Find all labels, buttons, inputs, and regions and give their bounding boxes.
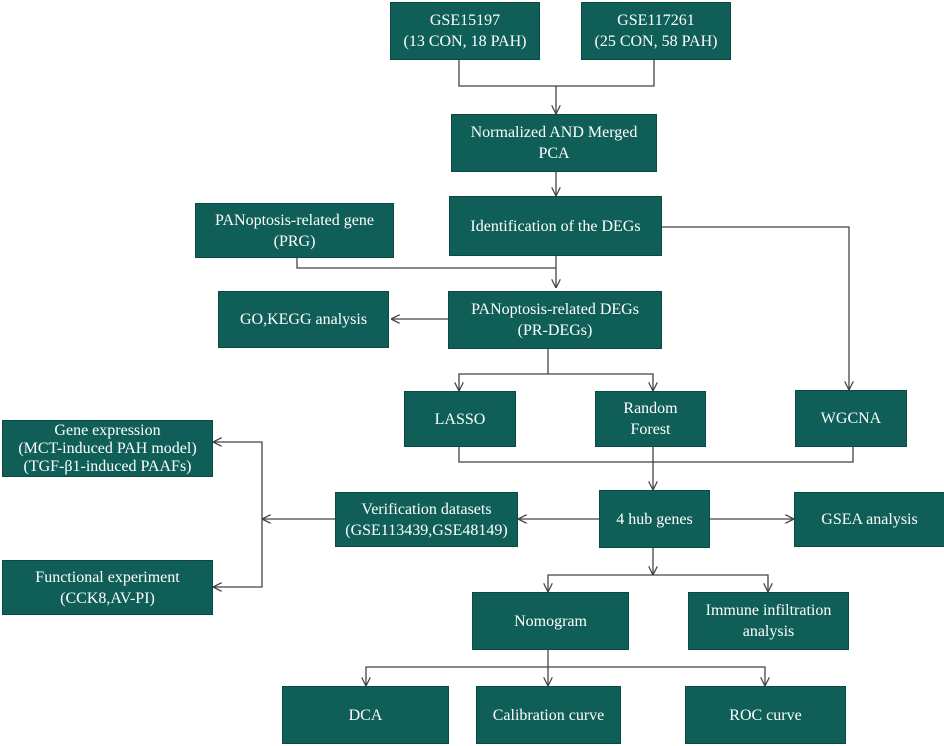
normalized-line2: PCA [538,145,570,162]
calibration-curve-box: Calibration curve [476,686,621,744]
pr-degs-box: PANoptosis-related DEGs (PR-DEGs) [448,291,662,349]
merge-to-hub [458,447,854,463]
lasso-label: LASSO [434,410,486,428]
gene-expression-line2: (MCT-induced PAH model) [18,439,197,457]
go-kegg-label: GO,KEGG analysis [239,311,368,328]
functional-experiment-box: Functional experiment (CCK8,AV-PI) [2,560,213,615]
pr-degs-line2: (PR-DEGs) [517,322,593,339]
go-kegg-box: GO,KEGG analysis [218,291,389,348]
roc-label: ROC curve [729,706,802,724]
connector-prg [296,258,556,269]
functional-line1: Functional experiment [35,568,180,586]
random-forest-box: Random Forest [595,391,706,447]
gse15197-box: GSE15197 (13 CON, 18 PAH) [390,2,540,60]
normalized-merged-box: Normalized AND Merged PCA [451,114,657,172]
wgcna-box: WGCNA [795,390,907,447]
nomogram-box: Nomogram [472,592,629,650]
verification-line1: Verification datasets [361,500,492,518]
immune-line2: analysis [742,623,795,640]
branch-lasso-rf [459,373,653,391]
connector-gse15197 [458,60,655,87]
gene-expression-line3: (TGF-β1-induced PAAFs) [23,457,192,475]
gene-expression-box: Gene expression (MCT-induced PAH model) … [2,420,213,477]
gsea-box: GSEA analysis [794,492,944,547]
branch-dca-calibration-roc [366,666,765,686]
roc-curve-box: ROC curve [685,686,846,744]
nomogram-label: Nomogram [514,612,587,630]
gse117261-box: GSE117261 (25 CON, 58 PAH) [581,2,731,60]
degs-box: Identification of the DEGs [449,196,662,256]
verification-box: Verification datasets (GSE113439,GSE4814… [335,492,518,547]
verification-line2: (GSE113439,GSE48149) [345,521,508,539]
prg-line1: PANoptosis-related gene [215,211,374,229]
immune-infiltration-box: Immune infiltration analysis [688,592,849,650]
prg-box: PANoptosis-related gene (PRG) [195,203,394,258]
wgcna-label: WGCNA [820,410,882,427]
normalized-line1: Normalized AND Merged [470,124,638,141]
random-forest-line2: Forest [630,421,671,438]
pr-degs-line1: PANoptosis-related DEGs [471,301,639,318]
arrow-to-wgcna [662,226,849,390]
lasso-box: LASSO [404,391,516,447]
gse117261-samples: (25 CON, 58 PAH) [594,33,718,50]
hub-genes-box: 4 hub genes [599,490,710,548]
random-forest-line1: Random [623,400,678,417]
dca-label: DCA [348,706,383,724]
gse15197-title: GSE15197 [429,12,501,29]
calibration-label: Calibration curve [492,706,605,724]
gene-expression-line1: Gene expression [54,421,161,439]
immune-line1: Immune infiltration [705,602,832,619]
gse15197-samples: (13 CON, 18 PAH) [403,33,527,50]
degs-label: Identification of the DEGs [470,217,641,235]
gsea-label: GSEA analysis [821,511,918,528]
branch-expression-functional [213,442,263,587]
functional-line2: (CCK8,AV-PI) [60,589,155,607]
dca-box: DCA [282,686,449,744]
prg-line2: (PRG) [273,232,316,250]
hub-genes-label: 4 hub genes [616,510,693,528]
branch-nomogram-immune [548,574,768,592]
gse117261-title: GSE117261 [617,12,695,29]
